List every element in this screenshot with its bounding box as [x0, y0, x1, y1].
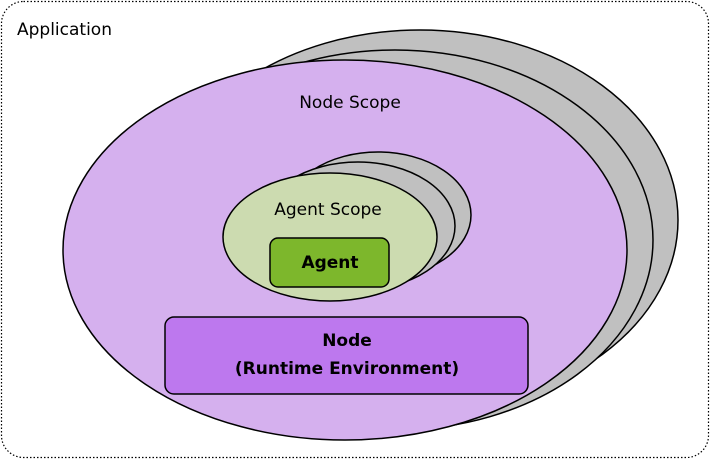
agent-scope-label: Agent Scope — [274, 200, 382, 220]
node-box — [164, 316, 529, 395]
agent-box — [269, 237, 390, 288]
node-scope-label: Node Scope — [299, 93, 401, 113]
agent-label: Agent — [301, 253, 358, 273]
node-label-line1: Node — [322, 331, 372, 351]
node-label-line2: (Runtime Environment) — [235, 359, 459, 379]
application-label: Application — [17, 20, 112, 40]
